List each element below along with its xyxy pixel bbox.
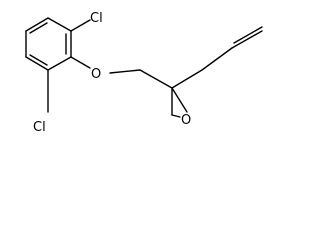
bond-c6-o-ether xyxy=(70,56,91,69)
epoxide-oxygen-label: O xyxy=(181,113,191,128)
ether-oxygen-label: O xyxy=(91,67,101,82)
benzene-ring xyxy=(25,17,72,71)
bond-c1-cl-top xyxy=(70,19,91,32)
bond-ch2-quaternary-c xyxy=(139,69,173,89)
ring-bond-c4-c5 xyxy=(25,56,49,71)
ring-bond-c5-c6 xyxy=(47,56,72,71)
epoxide-bond-c-o xyxy=(171,87,188,113)
epoxide-bond-ch2-o xyxy=(171,114,181,118)
ring-bond-c2-c3 xyxy=(25,17,49,32)
bond-allyl-ch-ch2 xyxy=(231,30,263,49)
bond-allyl-ch2-ch xyxy=(201,47,233,71)
chemical-structure: Cl Cl O O xyxy=(25,11,263,135)
ring-bond-c1-c2 xyxy=(47,17,72,32)
bond-quaternary-c-allyl-ch2 xyxy=(171,69,203,89)
ring-double-bond-c2-c3 xyxy=(29,22,48,34)
chlorine-label-top: Cl xyxy=(90,11,103,26)
double-bond-allyl xyxy=(233,26,263,44)
ring-double-bond-c4-c5 xyxy=(29,54,48,66)
epoxide-ring xyxy=(171,87,188,118)
bond-o-ether-ch2 xyxy=(109,69,141,74)
chlorine-label-bottom: Cl xyxy=(33,120,46,135)
